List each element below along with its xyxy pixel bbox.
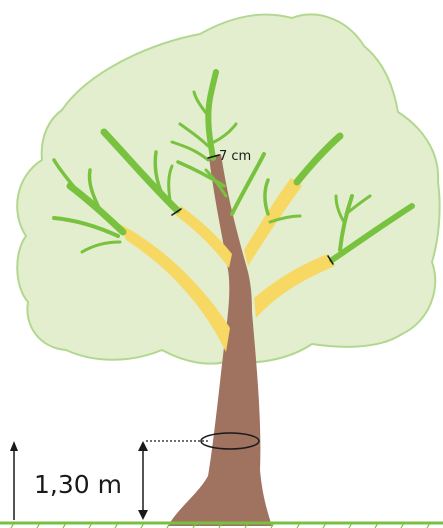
left-arrowhead-up [10,441,18,451]
left-edge-arrow [10,441,18,520]
arrowhead-down [138,510,148,520]
branch-diameter-label: 7 cm [219,149,251,164]
height-arrow [138,441,148,520]
arrowhead-up [138,441,148,451]
trunk-height-label: 1,30 m [34,470,122,499]
